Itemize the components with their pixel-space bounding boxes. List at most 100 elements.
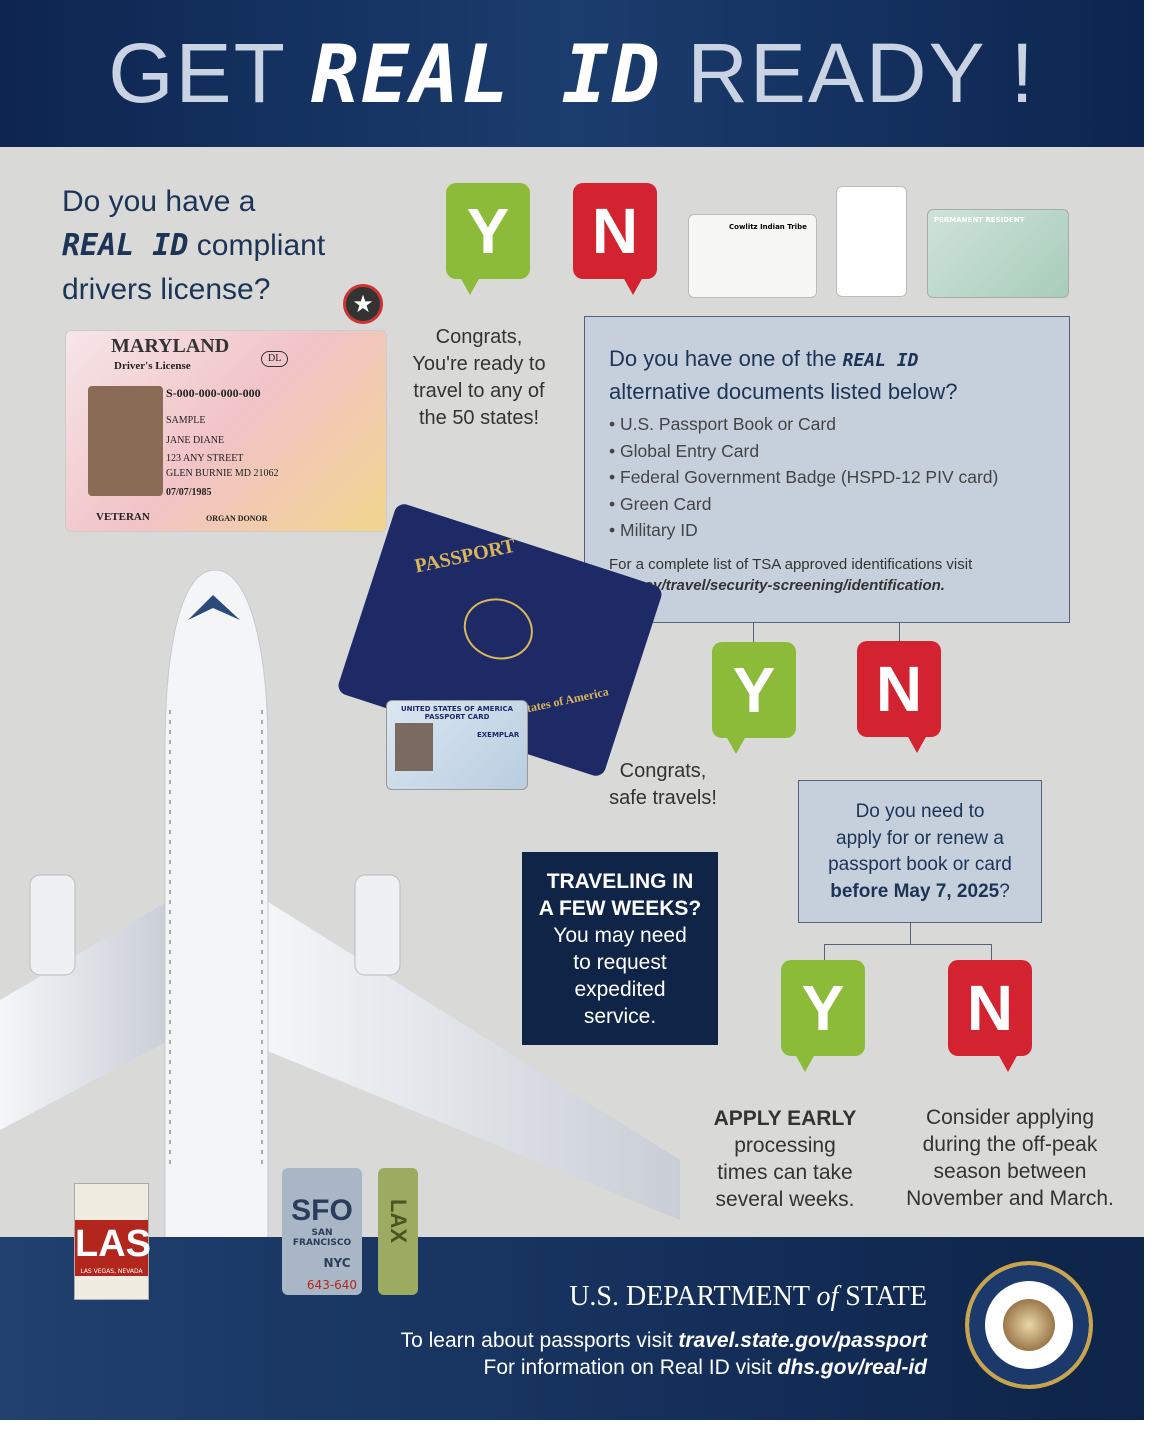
license-veteran: VETERAN [96, 511, 150, 523]
consider-line: Consider applying [925, 1106, 1095, 1129]
green-card-image: PERMANENT RESIDENT [927, 209, 1069, 298]
congrats1-line: Congrats, [435, 326, 523, 348]
tsa-note: For a complete list of TSA approved iden… [609, 555, 973, 573]
congrats-safe-travels: Congrats, safe travels! [588, 758, 738, 812]
q3-line: apply for or renew a [836, 827, 1004, 849]
consider-line: season between [933, 1160, 1087, 1183]
question-real-id-license: Do you have a REAL ID compliant drivers … [62, 180, 325, 312]
dept-pre: U.S. DEPARTMENT [569, 1281, 817, 1312]
congrats2-line: Congrats, [619, 760, 707, 782]
no-bubble-2: N [857, 641, 941, 753]
doc-item: Green Card [620, 493, 712, 514]
consider-off-peak-text: Consider applying during the off-peak se… [895, 1104, 1125, 1212]
real-id-info-label: For information on Real ID visit [483, 1356, 778, 1379]
renew-passport-box: Do you need to apply for or renew a pass… [798, 780, 1042, 923]
apply-early-line: times can take [717, 1161, 853, 1184]
federal-badge-image [836, 186, 907, 297]
apply-early-line: processing [734, 1134, 836, 1157]
license-number: S-000-000-000-000 [166, 386, 261, 400]
yes-bubble-1: Y [446, 183, 530, 295]
dept-post: STATE [838, 1281, 927, 1312]
license-photo [88, 386, 163, 496]
q1-real-id: REAL ID [62, 228, 189, 263]
license-address1: 123 ANY STREET [166, 453, 244, 464]
page-title: GET REAL ID READY ! [0, 0, 1144, 148]
no-bubble-3: N [948, 960, 1032, 1072]
list-item: • Green Card [609, 493, 712, 514]
left-wing [0, 900, 170, 1130]
star-icon: ★ [343, 284, 383, 324]
list-item: • Global Entry Card [609, 440, 760, 461]
sfo-number: 643-640 [306, 1278, 358, 1292]
footer-links: To learn about passports visit travel.st… [401, 1327, 927, 1381]
alternative-documents-list: • U.S. Passport Book or Card • Global En… [609, 411, 1045, 544]
right-engine [354, 874, 401, 976]
sfo-luggage-tag: SFO SAN FRANCISCO NYC 643-640 [282, 1168, 362, 1295]
passport-link[interactable]: travel.state.gov/passport [678, 1329, 927, 1352]
connector [991, 944, 992, 960]
q3-line: Do you need to [855, 801, 985, 822]
consider-line: during the off-peak [922, 1133, 1098, 1156]
apply-early-text: APPLY EARLY processing times can take se… [700, 1105, 870, 1213]
traveling-heading1: TRAVELING IN [546, 870, 694, 893]
q2-line1: Do you have one of the [609, 346, 843, 371]
passport-card-title: UNITED STATES OF AMERICA [400, 705, 514, 713]
doc-item: U.S. Passport Book or Card [620, 414, 836, 434]
traveling-soon-box: TRAVELING IN A FEW WEEKS? You may need t… [522, 852, 718, 1045]
congrats-ready: Congrats, You're ready to travel to any … [398, 324, 560, 432]
q3-deadline: before May 7, 2025 [830, 880, 1000, 902]
license-address2: GLEN BURNIE MD 21062 [166, 468, 279, 479]
title-pre: GET [108, 26, 286, 120]
connector [910, 923, 911, 945]
congrats1-line: the 50 states! [418, 407, 540, 429]
license-dl-badge: DL [261, 351, 289, 367]
apply-early-line: several weeks. [715, 1188, 855, 1211]
congrats1-line: travel to any of [413, 380, 545, 402]
yes-bubble-3: Y [781, 960, 865, 1072]
q3-end: ? [999, 880, 1010, 902]
real-id-link[interactable]: dhs.gov/real-id [777, 1356, 927, 1379]
connector [824, 944, 825, 960]
right-wing [265, 900, 680, 1220]
q2-line2: alternative documents listed below? [609, 379, 958, 404]
title-real-id: REAL ID [310, 28, 662, 121]
yes-bubble-2: Y [712, 642, 796, 754]
q1-line3: drivers license? [62, 273, 271, 306]
title-post: READY ! [687, 26, 1036, 120]
connector [824, 944, 992, 945]
traveling-line: service. [583, 1005, 657, 1028]
traveling-heading2: A FEW WEEKS? [538, 897, 702, 920]
list-item: • Federal Government Badge (HSPD-12 PIV … [609, 467, 999, 487]
passport-card-name: EXEMPLAR [477, 731, 520, 739]
q1-line2: compliant [188, 229, 326, 262]
lax-code: LAX [386, 1199, 411, 1243]
connector [753, 623, 754, 643]
doc-item: Global Entry Card [620, 440, 760, 461]
passport-info-label: To learn about passports visit [400, 1329, 679, 1352]
doc-item: Federal Government Badge (HSPD-12 PIV ca… [620, 467, 999, 487]
department-name: U.S. DEPARTMENT of STATE [569, 1281, 927, 1313]
connector [899, 623, 900, 643]
passport-card-sub: PASSPORT CARD [424, 713, 490, 721]
license-name1: SAMPLE [166, 415, 206, 426]
left-engine [29, 874, 76, 976]
header: GET REAL ID READY ! [0, 0, 1144, 147]
license-dob: 07/07/1985 [166, 487, 212, 498]
license-state: MARYLAND [111, 335, 230, 357]
traveling-line: You may need [553, 924, 687, 947]
lax-luggage-tag: LAX [378, 1168, 418, 1295]
las-luggage-tag: LAS LAS VEGAS, NEVADA [74, 1183, 151, 1300]
congrats2-line: safe travels! [609, 787, 717, 809]
congrats1-line: You're ready to [412, 353, 546, 375]
tsa-link[interactable]: tsa.gov/travel/security-screening/identi… [609, 576, 945, 594]
q3-line: passport book or card [828, 854, 1012, 875]
tribal-id-image: Cowlitz Indian Tribe [688, 214, 817, 298]
no-bubble-1: N [573, 183, 657, 295]
sfo-code: SFO [291, 1194, 353, 1227]
license-name2: JANE DIANE [166, 435, 225, 446]
las-city: LAS VEGAS, NEVADA [75, 1268, 148, 1276]
list-item: • Military ID [609, 520, 698, 540]
cockpit-window [188, 595, 240, 620]
footer: U.S. DEPARTMENT of STATE To learn about … [0, 1237, 1144, 1420]
